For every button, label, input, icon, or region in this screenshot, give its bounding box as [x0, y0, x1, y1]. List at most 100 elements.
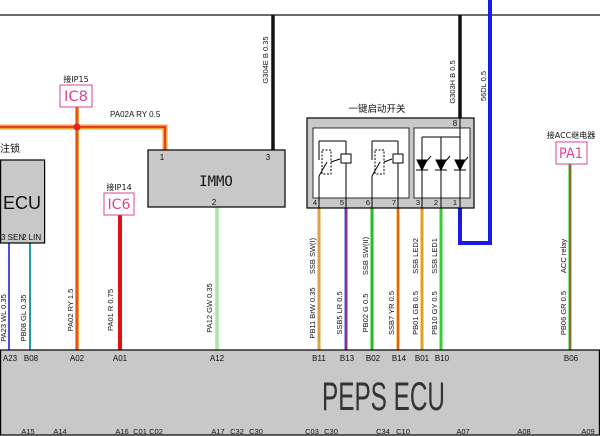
contact-blade	[371, 161, 381, 177]
splice-junction	[73, 123, 81, 131]
wire-pb01-label: PB01 GB 0.5	[411, 291, 420, 335]
immo-pin-3: 3	[266, 153, 271, 162]
connector-ic6-label: IC6	[108, 197, 131, 213]
lock-ecu-box	[0, 159, 46, 244]
connector-ic8-label: IC8	[64, 89, 88, 105]
immo-box	[147, 149, 286, 208]
wire-g304e-label: G304E B 0.35	[261, 36, 270, 83]
connector-pa1-note: 接ACC继电器	[547, 130, 596, 140]
connector-ic6: 接IP14 IC6	[103, 182, 135, 216]
wire-pa23-label: PA23 WL 0.35	[0, 294, 8, 342]
led-indicators	[416, 118, 469, 208]
peps-lower-pin: C30	[324, 427, 338, 436]
led1-diode-icon	[435, 159, 447, 172]
immo-pin-2: 2	[212, 198, 217, 207]
contact-blade	[318, 161, 328, 177]
immo-title: IMMO	[199, 174, 233, 190]
peps-lower-pin: C02	[149, 427, 163, 436]
start-switch-pin-6: 6	[366, 198, 370, 207]
peps-lower-pin: C01	[133, 427, 147, 436]
led0-light-arrow	[462, 156, 469, 164]
wire-pb10-label: PB10 GY 0.5	[430, 291, 439, 335]
peps-pin-b13: B13	[340, 354, 355, 363]
peps-pin-a01: A01	[113, 354, 128, 363]
wire-pb02-function: SSB SW(II)	[361, 236, 370, 275]
start-switch-pin-3: 3	[416, 198, 420, 207]
connector-ic8-note: 接IP15	[63, 74, 88, 84]
wire-pb11-function: SSB SW(I)	[308, 237, 317, 274]
start-switch-pin-1: 1	[453, 198, 457, 207]
start-switch-pin-4: 4	[313, 198, 317, 207]
peps-pin-b06: B06	[564, 354, 579, 363]
lock-ecu-title: ECU	[3, 193, 41, 213]
start-switch-pin-2: 2	[434, 198, 438, 207]
peps-lower-pin: C10	[396, 427, 410, 436]
wire-56dl-label: 56DL 0.5	[479, 71, 488, 101]
wire-pa02-label: PA02 RY 1.5	[66, 289, 75, 332]
start-switch-title: 一键启动开关	[348, 103, 406, 115]
peps-pin-b02: B02	[366, 354, 381, 363]
wire-pa02a-label: PA02A RY 0.5	[110, 110, 161, 119]
peps-pin-b14: B14	[392, 354, 407, 363]
peps-pin-b11: B11	[312, 354, 326, 363]
wire-ssb5-label: SSB5 LR 0.5	[335, 291, 344, 334]
connector-ic8: 接IP15 IC8	[59, 74, 93, 108]
peps-ecu-box	[0, 349, 600, 436]
wire-pb11-label: PB11 BrW 0.35	[308, 287, 317, 338]
peps-lower-pin: A08	[517, 427, 530, 436]
wire-pb02-label: PB02 G 0.5	[361, 294, 370, 333]
wire-pa01-label: PA01 R 0.75	[106, 289, 115, 331]
peps-lower-pin: A09	[581, 427, 594, 436]
wire-pa12-label: PA12 GW 0.35	[205, 283, 214, 332]
connector-pa1: 接ACC继电器 PA1	[547, 130, 596, 165]
led2-diode-icon	[416, 159, 428, 172]
wire-pb06-function: ACC relay	[559, 239, 568, 273]
peps-lower-pin: C30	[249, 427, 263, 436]
connector-ic6-note: 接IP14	[106, 182, 131, 192]
switch-contact-2	[371, 140, 404, 208]
peps-pin-b10: B10	[435, 354, 450, 363]
peps-lower-pin: C32	[230, 427, 244, 436]
start-switch-pin-8: 8	[453, 119, 458, 128]
wire-pb06-label: PB06 GR 0.5	[559, 291, 568, 335]
actuator-link	[330, 158, 341, 163]
switch-contact-1	[318, 140, 352, 208]
led0-diode-icon	[454, 159, 466, 172]
peps-pin-b01: B01	[415, 354, 430, 363]
peps-lower-pin: A07	[456, 427, 469, 436]
connector-ic6-box	[103, 192, 135, 216]
connector-ic8-box	[59, 84, 93, 108]
peps-pin-a12: A12	[210, 354, 225, 363]
peps-lower-pin: C34	[376, 427, 390, 436]
wire-pa02a-stripe	[0, 126, 166, 150]
immo-pin-1: 1	[160, 153, 165, 162]
wire-pb10-function: SSB LED1	[430, 238, 439, 274]
peps-ecu-module: PEPS ECU A23 B08 A02 A01 A12 B11 B13 B02…	[0, 349, 600, 436]
wire-pa02a	[0, 124, 168, 150]
peps-pin-a02: A02	[70, 354, 85, 363]
lock-ecu-module: 注锁 ECU 3 SEN 2 LIN	[0, 142, 46, 244]
peps-pin-b08: B08	[24, 354, 39, 363]
connector-pa1-label: PA1	[559, 146, 583, 162]
actuator-link	[383, 158, 393, 163]
peps-ecu-title: PEPS ECU	[322, 375, 445, 419]
peps-lower-pin: A14	[53, 427, 66, 436]
wire-pb08-label: PB08 GL 0.35	[19, 295, 28, 342]
lock-ecu-pin-sen: 3 SEN	[1, 233, 24, 242]
peps-lower-pin: C03	[305, 427, 319, 436]
start-switch-pin-5: 5	[340, 198, 344, 207]
wire-pb01-function: SSB LED2	[411, 238, 420, 274]
peps-lower-pin: A17	[211, 427, 224, 436]
led2-light-arrow	[424, 155, 432, 164]
start-switch-module: 一键启动开关	[306, 103, 475, 209]
lock-ecu-caption: 注锁	[0, 142, 20, 155]
peps-lower-pin: A15	[21, 427, 34, 436]
peps-pin-a23: A23	[3, 354, 18, 363]
start-switch-pin-7: 7	[392, 198, 396, 207]
wire-ssb7-label: SSB7 YR 0.5	[387, 291, 396, 335]
lock-ecu-pin-lin: 2 LIN	[22, 233, 41, 242]
wire-g303h-label: G303H B 0.5	[448, 60, 457, 103]
immo-module: IMMO 1 3 2	[147, 149, 286, 208]
wire-56dl	[458, 0, 492, 245]
